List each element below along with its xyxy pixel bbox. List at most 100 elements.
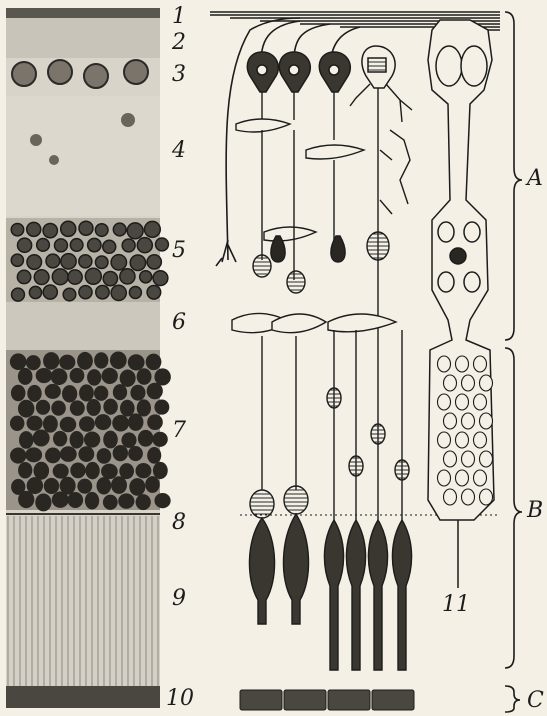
label-layer-4: 4 xyxy=(172,140,186,162)
histology-nucleus xyxy=(137,399,151,416)
muller-cell-space xyxy=(462,489,475,505)
muller-cell-space xyxy=(474,356,487,372)
histology-nucleus xyxy=(17,238,31,252)
ganglion-cells xyxy=(247,46,395,92)
histology-nucleus xyxy=(11,254,23,266)
histology-nucleus xyxy=(79,221,93,235)
histology-nucleus xyxy=(18,368,33,385)
histology-nucleus xyxy=(120,400,135,417)
histology-nucleus xyxy=(95,224,108,237)
histology-nucleus xyxy=(70,462,85,478)
histology-nucleus xyxy=(111,476,127,494)
histology-nucleus xyxy=(130,385,145,401)
muller-cell-space xyxy=(438,432,451,448)
histology-nucleus xyxy=(78,446,94,462)
histology-nucleus xyxy=(35,493,51,511)
histology-nucleus xyxy=(79,255,92,268)
histology-nucleus xyxy=(54,239,67,252)
histology-nucleus xyxy=(147,285,161,299)
muller-cell-space xyxy=(456,432,469,448)
histology-nucleus xyxy=(87,399,101,416)
histology-nucleus xyxy=(147,383,163,400)
histology-nucleus xyxy=(79,286,92,299)
histology-nucleus xyxy=(137,238,152,253)
histology-nucleus xyxy=(33,429,50,446)
histology-nucleus xyxy=(43,415,58,432)
histology-nucleus xyxy=(102,368,118,384)
histology-nucleus xyxy=(62,385,77,402)
histology-nucleus xyxy=(43,285,57,299)
muller-cell-space xyxy=(480,451,493,467)
histology-column xyxy=(6,8,171,708)
histology-nucleus xyxy=(10,448,26,464)
histology-nucleus xyxy=(94,352,108,368)
histology-nucleus xyxy=(60,446,77,462)
muller-cell-space xyxy=(474,470,487,486)
histology-nucleus xyxy=(68,492,84,508)
histology-nucleus xyxy=(52,269,68,285)
histology-nucleus xyxy=(18,462,32,479)
histology-nucleus xyxy=(101,464,118,480)
histology-nucleus xyxy=(60,417,77,433)
histology-nucleus xyxy=(27,222,41,236)
histology-nucleus xyxy=(51,401,66,416)
histology-nucleus xyxy=(113,223,126,236)
histology-nucleus xyxy=(130,255,145,270)
histology-nucleus xyxy=(44,478,59,494)
histology-nucleus xyxy=(29,286,41,298)
histology-nucleus xyxy=(36,400,50,415)
histology-nucleus xyxy=(118,493,134,508)
histology-nucleus xyxy=(120,370,136,387)
muller-cell-space xyxy=(444,451,457,467)
muller-cell-space xyxy=(438,356,451,372)
histology-nucleus xyxy=(147,414,163,430)
muller-cell-space xyxy=(462,375,475,391)
histology-nucleus xyxy=(33,462,49,480)
muller-cell-space xyxy=(444,489,457,505)
histology-nucleus xyxy=(120,269,135,284)
histology-nucleus xyxy=(140,271,152,283)
histology-nucleus xyxy=(11,223,23,235)
histology-nucleus xyxy=(85,462,99,479)
muller-cell-space xyxy=(462,451,475,467)
histology-nucleus xyxy=(43,223,57,237)
histology-nucleus xyxy=(154,368,170,385)
label-region-b: B xyxy=(527,500,543,522)
histology-nucleus xyxy=(103,240,116,253)
cell-processes xyxy=(232,84,412,520)
muller-cell-space xyxy=(480,413,493,429)
histology-nucleus xyxy=(61,221,76,236)
histology-nucleus xyxy=(129,286,141,298)
histology-nucleus xyxy=(68,270,82,284)
histology-nucleus xyxy=(112,415,129,432)
histology-nucleus xyxy=(11,385,26,401)
histology-nucleus xyxy=(70,431,84,449)
histology-nucleus xyxy=(128,413,143,430)
histology-nucleus xyxy=(85,268,101,284)
histology-nucleus xyxy=(53,431,67,447)
brace-c xyxy=(505,686,520,712)
histology-nucleus xyxy=(136,494,151,510)
histology-nucleus xyxy=(27,416,43,431)
histology-nucleus xyxy=(147,447,161,464)
histology-nucleus xyxy=(10,416,24,431)
histology-nucleus xyxy=(77,352,93,370)
histology-nucleus xyxy=(18,491,34,508)
histology-nucleus xyxy=(27,385,41,402)
histology-nucleus xyxy=(122,239,135,252)
histology-nucleus xyxy=(26,355,41,370)
histology-nucleus xyxy=(63,288,76,301)
histology-nucleus xyxy=(135,463,151,478)
histology-nucleus xyxy=(52,491,69,507)
histology-nucleus xyxy=(25,447,42,462)
histology-nucleus xyxy=(34,270,49,285)
histology-nucleus xyxy=(70,400,85,415)
histology-nucleus xyxy=(95,414,112,430)
histology-nucleus xyxy=(18,400,35,418)
muller-cell-space xyxy=(438,394,451,410)
histology-nucleus xyxy=(153,462,168,479)
histology-nucleus xyxy=(51,368,68,385)
histology-nucleus xyxy=(59,355,75,370)
histology-nucleus xyxy=(145,476,160,493)
histology-nucleus xyxy=(37,239,50,252)
